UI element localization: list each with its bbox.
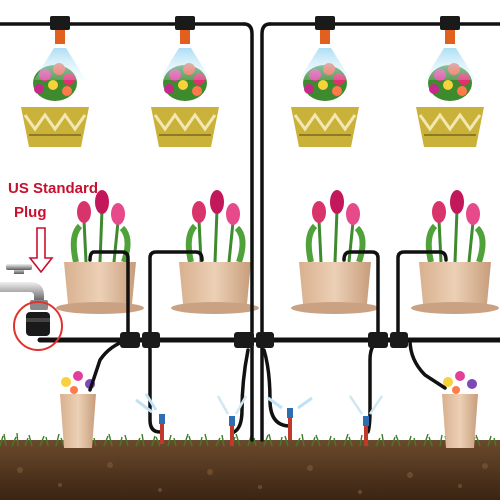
tulip-pot-1 [56,190,144,314]
label-line-1: US Standard [8,180,99,197]
soil-ground [0,440,500,500]
down-arrow-icon [28,227,54,274]
us-standard-plug-label: US Standard Plug [8,177,98,225]
plug-callout-ring [13,301,63,351]
tulip-pot-2 [171,190,259,314]
tee-connector-icon [50,16,460,348]
tulip-pot-4 [411,190,499,314]
grass [0,432,497,447]
label-line-2: Plug [14,204,47,221]
mist-nozzle-icon [34,30,476,80]
small-flower-pot-right [442,371,478,448]
small-flower-pot-left [60,371,96,448]
stake-dripper-icon [135,393,384,446]
tulip-pot-3 [291,190,379,314]
